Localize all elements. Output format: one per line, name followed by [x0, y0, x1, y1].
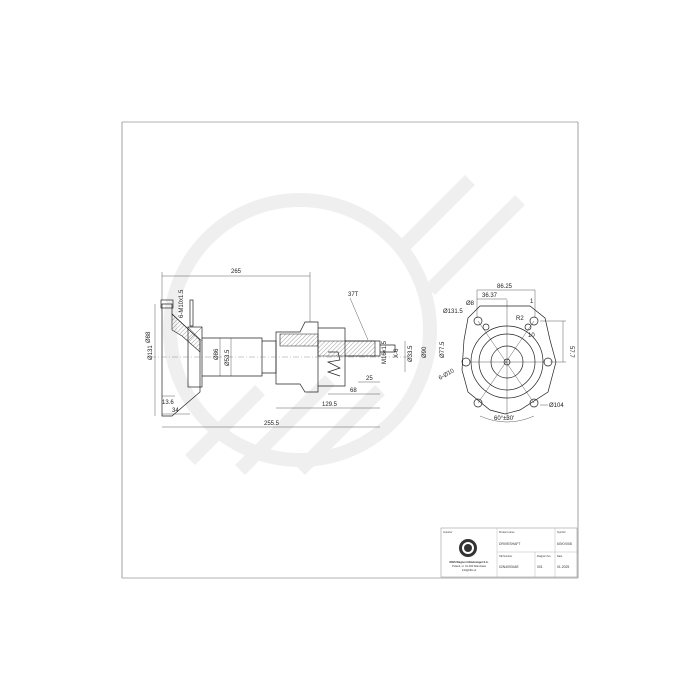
importer-name: IDBS Wagneri Aktiebolaget S.A.: [449, 560, 488, 564]
dim-d8: Ø8: [466, 301, 475, 307]
dim-d53-5: Ø53.5: [225, 349, 231, 366]
importer-label: Importer: [443, 531, 452, 534]
dim-86-25: 86.25: [497, 284, 513, 290]
importer-address: Poland, ul. 01-000 Warszawa: [452, 564, 486, 568]
front-view: 86.25 36.37 Ø8 Ø131.5 1 R2 10 57.7 6-Ø10…: [438, 284, 574, 423]
dim-d86: Ø86: [214, 348, 220, 360]
product-label: Product name: [499, 531, 515, 534]
symbol-label: Symbol: [557, 531, 566, 534]
dim-255-5: 255.5: [264, 421, 280, 427]
dim-d33-5: Ø33.5: [408, 345, 414, 362]
dim-13-6: 13.6: [162, 400, 174, 406]
dim-x6: X-6: [394, 348, 400, 358]
dim-57-7: 57.7: [568, 346, 574, 358]
dim-m16: M16x1.5: [382, 340, 388, 364]
dim-t1: 1: [530, 299, 534, 305]
date-label: Date: [557, 555, 563, 558]
sheet-frame: [121, 121, 579, 579]
dim-spline: 37T: [348, 292, 359, 298]
dim-10: 10: [528, 333, 535, 339]
dim-d90: Ø90: [422, 346, 428, 358]
product-value: DRIVESHAFT: [499, 542, 520, 546]
oe-value: 02N409344E: [499, 565, 520, 569]
dim-d88: Ø88: [146, 331, 152, 343]
symbol-value: 6GKV008: [557, 542, 572, 546]
dim-angle: 60°±30': [494, 416, 514, 422]
diagram-label: Diagram No.: [537, 555, 551, 558]
dim-68: 68: [350, 388, 357, 394]
dim-25: 25: [366, 376, 373, 382]
dim-36-37: 36.37: [482, 293, 498, 299]
importer-logo: [459, 539, 477, 557]
title-block: Importer IDBS Wagneri Aktiebolaget S.A. …: [440, 527, 578, 578]
dim-34: 34: [172, 408, 179, 414]
dim-265: 265: [231, 269, 242, 275]
diagram-value: 001: [537, 565, 543, 569]
dim-thread: 6-M10x1.5: [179, 289, 185, 318]
dim-d131-5: Ø131.5: [443, 309, 463, 315]
importer-web: info@idbs.pl: [462, 568, 477, 572]
side-view: 265 6-M10x1.5 37T Ø131 Ø88 Ø86 Ø53.5 M16…: [146, 269, 446, 428]
dim-d131: Ø131: [148, 345, 154, 360]
dim-d77-5: Ø77.5: [440, 341, 446, 358]
oe-label: OE Number: [499, 555, 512, 558]
dim-bolts: 6-Ø10: [438, 368, 456, 382]
dim-d104: Ø104: [549, 403, 564, 409]
date-value: 01.2025: [557, 565, 569, 569]
dim-r2: R2: [516, 316, 524, 322]
watermark-logo: [163, 175, 525, 475]
dim-129-5: 129.5: [322, 402, 338, 408]
